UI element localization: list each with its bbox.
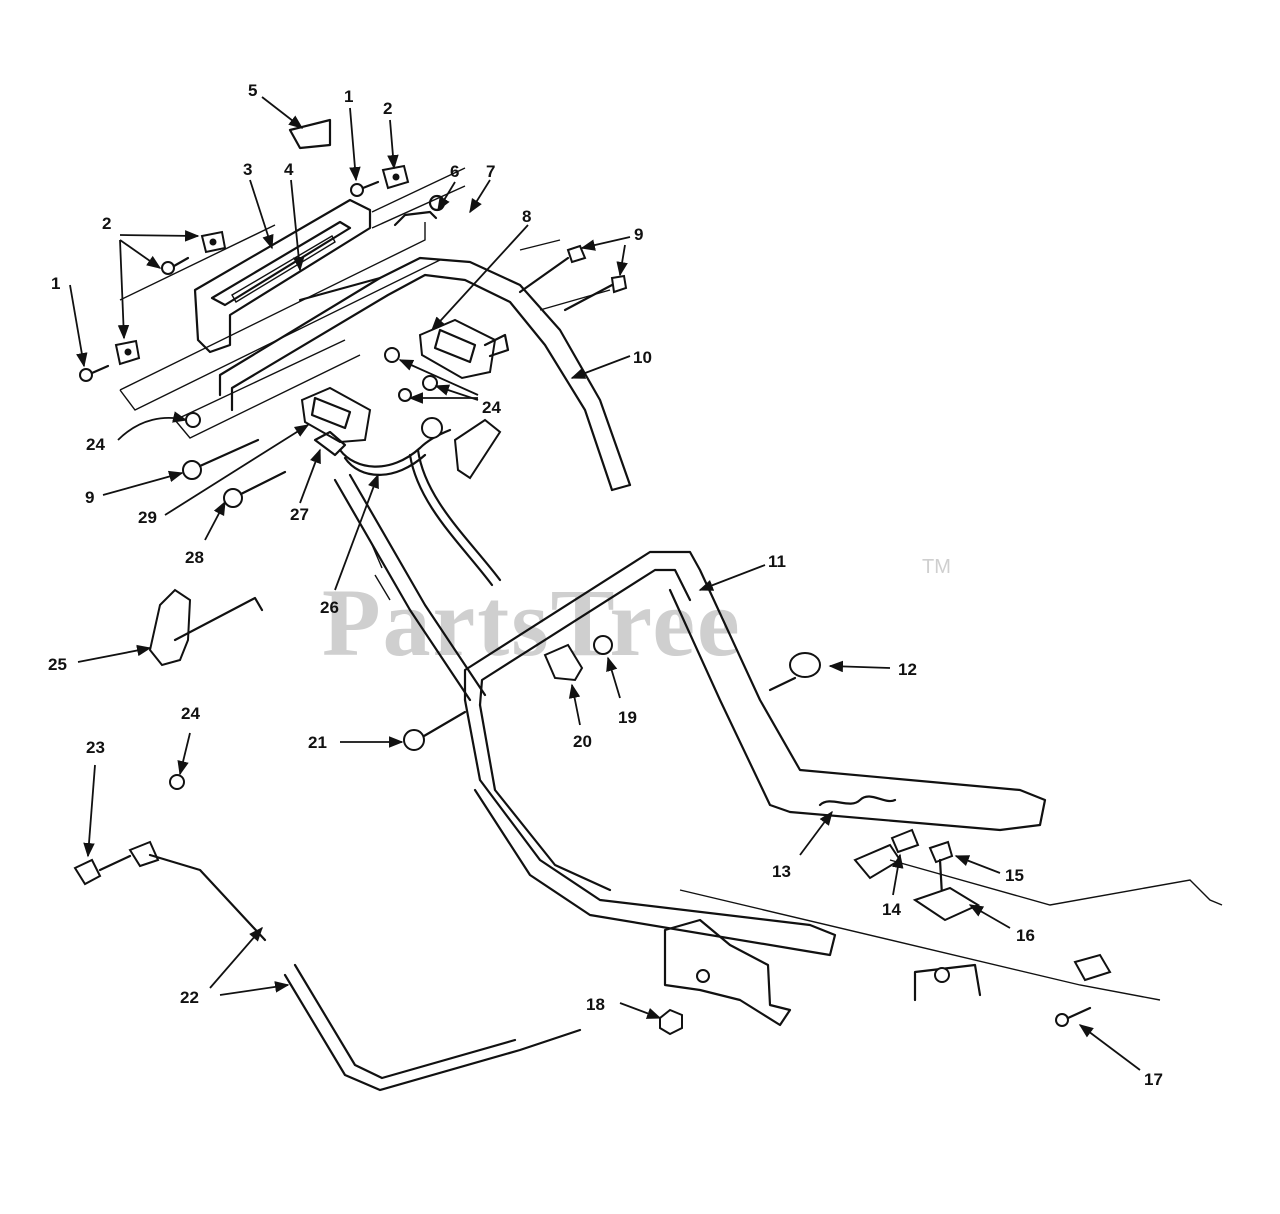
callout-5: 5	[248, 81, 257, 100]
callout-19: 19	[618, 708, 637, 727]
callout-22: 22	[180, 988, 199, 1007]
plate-16	[912, 886, 981, 922]
upper-handle-10	[218, 239, 632, 492]
callout-11: 11	[768, 552, 786, 571]
bolt-28	[223, 470, 287, 508]
clip-12	[768, 652, 822, 692]
callout-17: 17	[1144, 1070, 1163, 1089]
callout-7: 7	[486, 162, 495, 181]
callout-8: 8	[522, 207, 531, 226]
mount-bracket	[663, 918, 792, 1027]
callout-23: 23	[86, 738, 105, 757]
lower-handle-11	[463, 550, 1047, 957]
nut-24-lower	[169, 774, 185, 790]
lever-25	[148, 588, 264, 667]
callout-21: 21	[308, 733, 327, 752]
nut-19	[593, 635, 613, 655]
knob-20	[543, 643, 584, 682]
nuts-24-cluster	[185, 347, 438, 428]
callout-9: 9	[634, 225, 643, 244]
bolt-17	[1055, 1006, 1092, 1027]
callout-29: 29	[138, 508, 157, 527]
callout-24: 24	[482, 398, 501, 417]
callout-9: 9	[85, 488, 94, 507]
callout-4: 4	[284, 160, 294, 179]
watermark-tm: TM	[922, 556, 951, 578]
watermark-text: PartsTree	[322, 569, 742, 676]
control-29	[300, 386, 372, 457]
callout-3: 3	[243, 160, 252, 179]
bolt-9-lower	[182, 438, 260, 480]
callout-28: 28	[185, 548, 204, 567]
callout-20: 20	[573, 732, 592, 751]
pin-14	[853, 828, 920, 880]
callout-1: 1	[344, 87, 353, 106]
callout-10: 10	[633, 348, 652, 367]
rod-22	[148, 853, 582, 1092]
cable-right	[679, 859, 1223, 1001]
callout-24: 24	[86, 435, 105, 454]
callout-14: 14	[882, 900, 901, 919]
leaders	[69, 96, 1141, 1071]
bolt-23	[73, 840, 160, 886]
screws-1-2	[79, 164, 410, 382]
callout-12: 12	[898, 660, 917, 679]
control-8	[418, 318, 510, 380]
callout-1: 1	[51, 274, 60, 293]
callout-16: 16	[1016, 926, 1035, 945]
spring-13	[818, 795, 897, 807]
callout-18: 18	[586, 995, 605, 1014]
bolt-15	[928, 840, 954, 897]
callout-labels: 5 1 2 3 4 6 7 8 9 2 1 10 24 24 9 29 27 2…	[48, 81, 1163, 1089]
callout-27: 27	[290, 505, 309, 524]
bolt-21	[403, 710, 467, 751]
handle-grip	[453, 418, 502, 480]
callout-15: 15	[1005, 866, 1024, 885]
decal-5	[288, 118, 332, 150]
callout-24: 24	[181, 704, 200, 723]
callout-6: 6	[450, 162, 459, 181]
nut-18	[659, 1008, 683, 1036]
callout-25: 25	[48, 655, 67, 674]
callout-2: 2	[383, 99, 392, 118]
callout-2: 2	[102, 214, 111, 233]
cable-26	[338, 417, 502, 587]
callout-26: 26	[320, 598, 339, 617]
callout-13: 13	[772, 862, 791, 881]
bracket-lower	[913, 963, 982, 1002]
